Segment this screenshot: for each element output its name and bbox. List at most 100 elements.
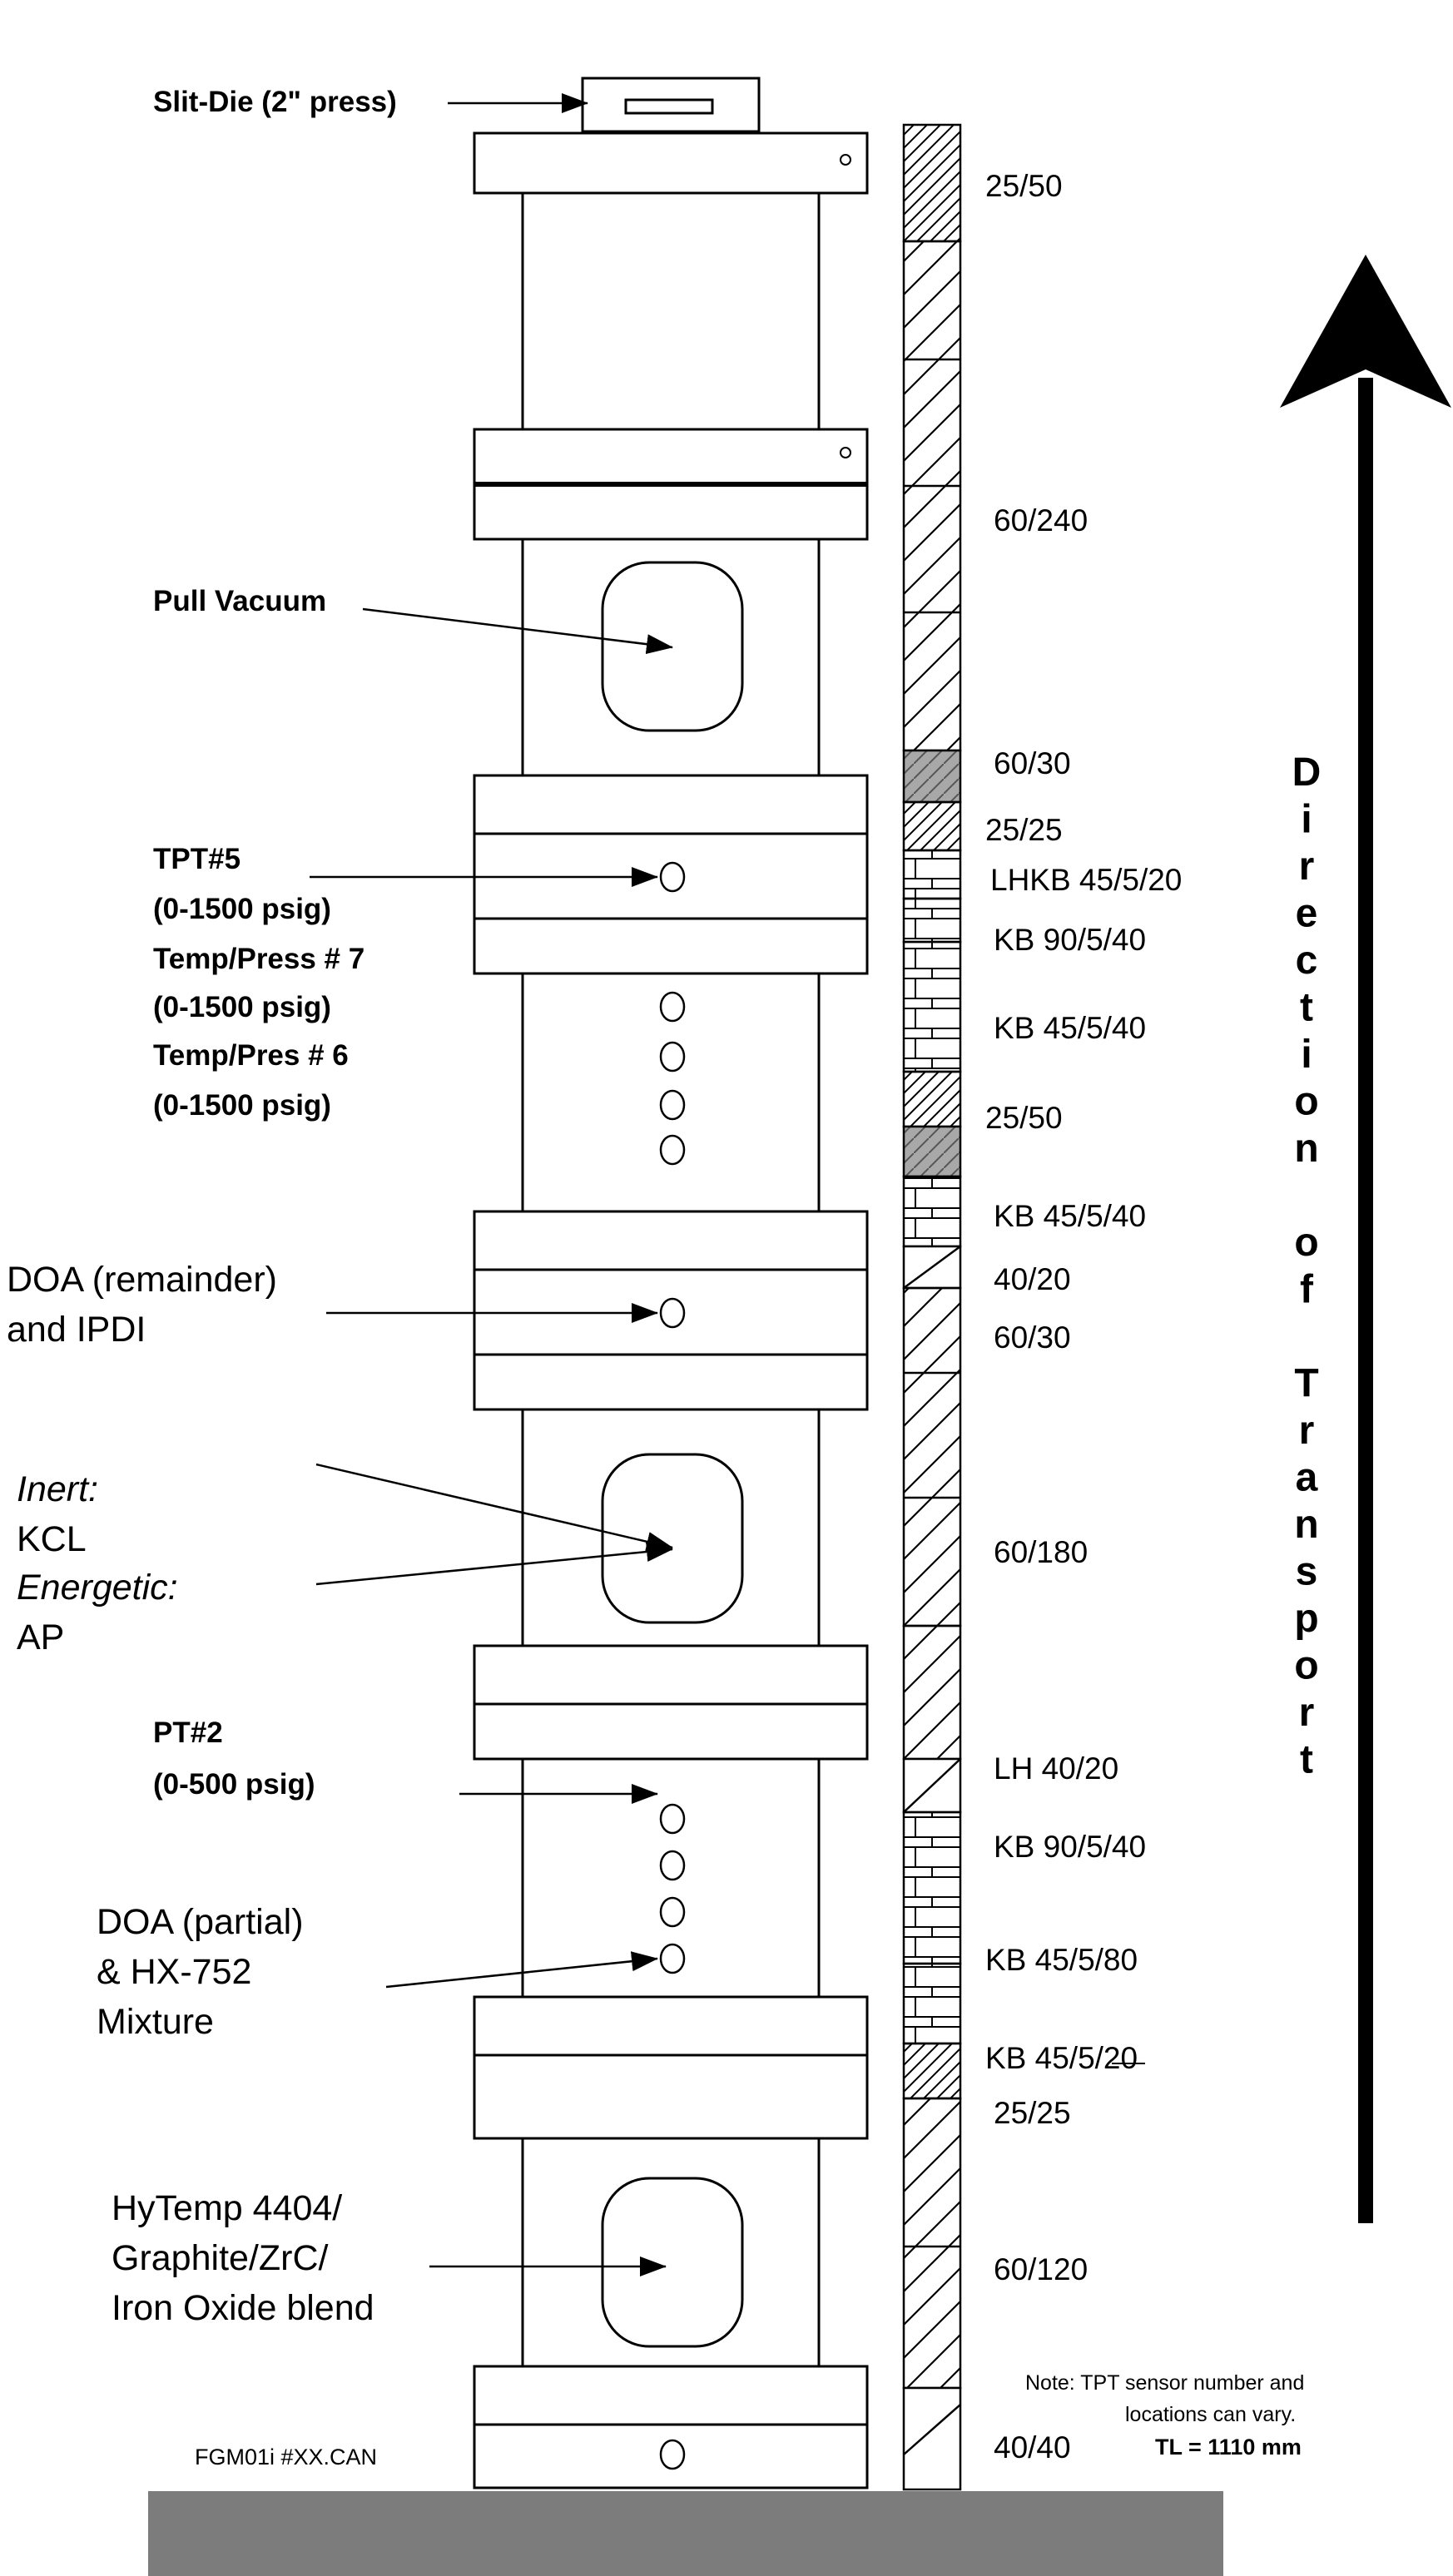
- direction-letter: e: [1296, 892, 1318, 936]
- binder-feed-port: [601, 2177, 744, 2348]
- screw-label: 60/30: [994, 1320, 1071, 1355]
- direction-letter: p: [1294, 1597, 1318, 1641]
- sensor-port: [659, 2439, 686, 2470]
- temp-pres6-range-label: (0-1500 psig): [153, 1089, 331, 1122]
- sensor-port: [659, 991, 686, 1023]
- direction-letter: s: [1296, 1550, 1318, 1594]
- direction-letter: r: [1299, 1409, 1315, 1453]
- flange-4a: [473, 1210, 869, 1271]
- sensor-port: [659, 1089, 686, 1121]
- tpt5-range-label: (0-1500 psig): [153, 893, 331, 925]
- direction-letter: a: [1296, 1456, 1318, 1500]
- pull-vacuum-label: Pull Vacuum: [153, 585, 326, 617]
- flange-3a: [473, 774, 869, 835]
- note-line-2: locations can vary.: [1125, 2403, 1296, 2426]
- direction-letter: D: [1292, 751, 1322, 795]
- temp-press7-range-label: (0-1500 psig): [153, 991, 331, 1023]
- flange-7a: [473, 2365, 869, 2426]
- direction-letter: r: [1299, 845, 1315, 889]
- and-ipdi-label: and IPDI: [7, 1310, 146, 1350]
- hytemp-label: HyTemp 4404/: [112, 2188, 342, 2228]
- screw-label: 40/20: [994, 1262, 1071, 1296]
- direction-letter: c: [1296, 939, 1318, 983]
- graphite-label: Graphite/ZrC/: [112, 2238, 329, 2278]
- screw-label: LH 40/20: [994, 1751, 1118, 1786]
- sensor-port: [659, 1041, 686, 1073]
- screw-label: KB 90/5/40: [994, 1830, 1146, 1864]
- pt2-range-label: (0-500 psig): [153, 1768, 315, 1801]
- screw-label: KB 90/5/40: [994, 923, 1146, 957]
- direction-letter: n: [1294, 1503, 1318, 1547]
- screw-label: KB 45/5/80: [985, 1943, 1138, 1977]
- flange-5b: [473, 1702, 869, 1761]
- screw-label: 60/30: [994, 746, 1071, 780]
- energetic-label: Energetic:: [17, 1568, 178, 1608]
- direction-letter: f: [1300, 1268, 1314, 1312]
- kcl-label: KCL: [17, 1519, 87, 1559]
- sensor-port: [659, 1297, 686, 1329]
- pt2-label: PT#2: [153, 1717, 223, 1749]
- base-plate: [148, 2491, 1223, 2576]
- direction-letter: i: [1301, 798, 1312, 842]
- screw-label: KB 45/5/40: [994, 1011, 1146, 1045]
- temp-press7-label: Temp/Press # 7: [153, 943, 364, 975]
- screw-label: 40/40: [994, 2430, 1071, 2465]
- direction-letter: r: [1299, 1691, 1315, 1735]
- iron-oxide-label: Iron Oxide blend: [112, 2288, 374, 2328]
- sensor-port: [659, 861, 686, 893]
- flange-5a: [473, 1644, 869, 1706]
- barrel: [473, 77, 869, 2489]
- direction-letter: o: [1294, 1080, 1318, 1124]
- direction-letter: t: [1300, 1738, 1313, 1782]
- note-line-1: Note: TPT sensor number and: [1025, 2371, 1304, 2395]
- flange-top: [473, 131, 869, 195]
- screw-label: 60/240: [994, 503, 1088, 537]
- sensor-port: [659, 1896, 686, 1928]
- direction-letter: o: [1294, 1221, 1318, 1265]
- screw-label: 60/180: [994, 1535, 1088, 1569]
- screw-element-labels: 25/50 60/240 60/30 25/25 LHKB 45/5/20 KB…: [985, 169, 1182, 2465]
- doa-partial-label: DOA (partial): [97, 1902, 304, 1942]
- flange-6a: [473, 1995, 869, 2057]
- direction-letter: i: [1301, 1033, 1312, 1077]
- screw-label: KB 45/5/20: [985, 2041, 1138, 2075]
- leader-arrows: [310, 93, 673, 2276]
- direction-letter: o: [1294, 1644, 1318, 1688]
- screw-label: 25/50: [985, 169, 1063, 203]
- tpt5-label: TPT#5: [153, 843, 241, 875]
- slit-die-label: Slit-Die (2" press): [153, 86, 397, 118]
- mixture-label: Mixture: [97, 2002, 214, 2042]
- doa-remainder-label: DOA (remainder): [7, 1260, 277, 1300]
- sensor-port: [659, 1803, 686, 1835]
- flange-2a: [473, 428, 869, 486]
- sensor-port: [659, 1134, 686, 1166]
- direction-letter: T: [1294, 1362, 1318, 1406]
- slit-die-opening: [624, 98, 714, 115]
- sensor-ports: [659, 861, 686, 2470]
- direction-letter: n: [1294, 1127, 1318, 1171]
- screw-column: [902, 123, 962, 2491]
- screw-label: 25/25: [985, 813, 1063, 847]
- hx752-label: & HX-752: [97, 1952, 251, 1992]
- ap-label: AP: [17, 1617, 64, 1657]
- screw-label: 60/120: [994, 2252, 1088, 2286]
- sensor-port: [659, 1850, 686, 1881]
- screw-label: LHKB 45/5/20: [990, 863, 1182, 897]
- flange-3c: [473, 917, 869, 975]
- temp-pres6-label: Temp/Pres # 6: [153, 1039, 349, 1072]
- flange-4c: [473, 1353, 869, 1411]
- sensor-port: [659, 1943, 686, 1974]
- file-label: FGM01i #XX.CAN: [195, 2445, 377, 2469]
- screw-label: 25/50: [985, 1101, 1063, 1135]
- screw-label: 25/25: [994, 2096, 1071, 2130]
- direction-arrow: [1280, 255, 1451, 2223]
- flange-6b: [473, 2053, 869, 2140]
- note-tl: TL = 1110 mm: [1155, 2435, 1302, 2460]
- inert-label: Inert:: [17, 1469, 98, 1509]
- flange-2b: [473, 483, 869, 541]
- screw-label: KB 45/5/40: [994, 1199, 1146, 1233]
- solids-feed-port: [601, 1453, 744, 1624]
- direction-letter: t: [1300, 986, 1313, 1030]
